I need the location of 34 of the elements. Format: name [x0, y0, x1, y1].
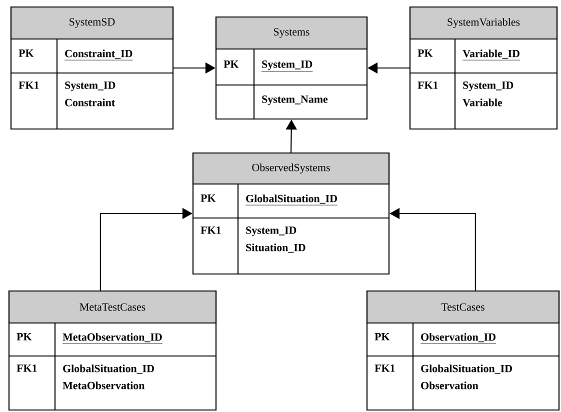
key-label: FK1: [18, 82, 39, 89]
column-name: Variable: [462, 98, 502, 106]
column-name: System_Name: [262, 96, 328, 106]
column-name: GlobalSituation_ID: [63, 364, 154, 374]
key-label: PK: [200, 194, 216, 202]
table-title: SystemVariables: [448, 18, 520, 28]
key-label: PK: [374, 333, 390, 340]
key-label: FK1: [200, 226, 221, 234]
column-name: MetaObservation_ID: [62, 333, 163, 344]
column-name: Observation_ID: [420, 333, 496, 344]
column-name: System_ID: [246, 226, 296, 236]
key-label: PK: [418, 50, 433, 57]
column-name: System_ID: [261, 60, 313, 72]
key-label: PK: [18, 50, 34, 57]
key-label: FK1: [418, 82, 438, 89]
column-name: Variable_ID: [462, 50, 520, 60]
column-name: MetaObservation: [62, 382, 145, 390]
column-name: Constraint_ID: [64, 50, 133, 60]
table-title: ObservedSystems: [252, 164, 330, 174]
table-title: SystemSD: [70, 18, 115, 28]
key-label: PK: [16, 333, 32, 340]
column-name: GlobalSituation_ID: [421, 364, 512, 374]
column-name: Situation_ID: [246, 244, 306, 253]
column-name: System_ID: [65, 82, 116, 92]
table-title: TestCases: [441, 303, 484, 311]
column-name: Observation: [421, 382, 478, 390]
column-name: GlobalSituation_ID: [245, 194, 338, 206]
key-label: FK1: [16, 364, 37, 372]
column-name: System_ID: [463, 82, 514, 92]
key-label: PK: [224, 60, 239, 68]
column-name: Constraint: [65, 98, 116, 106]
key-label: FK1: [374, 364, 395, 372]
table-title: Systems: [274, 28, 310, 38]
table-title: MetaTestCases: [80, 303, 146, 311]
